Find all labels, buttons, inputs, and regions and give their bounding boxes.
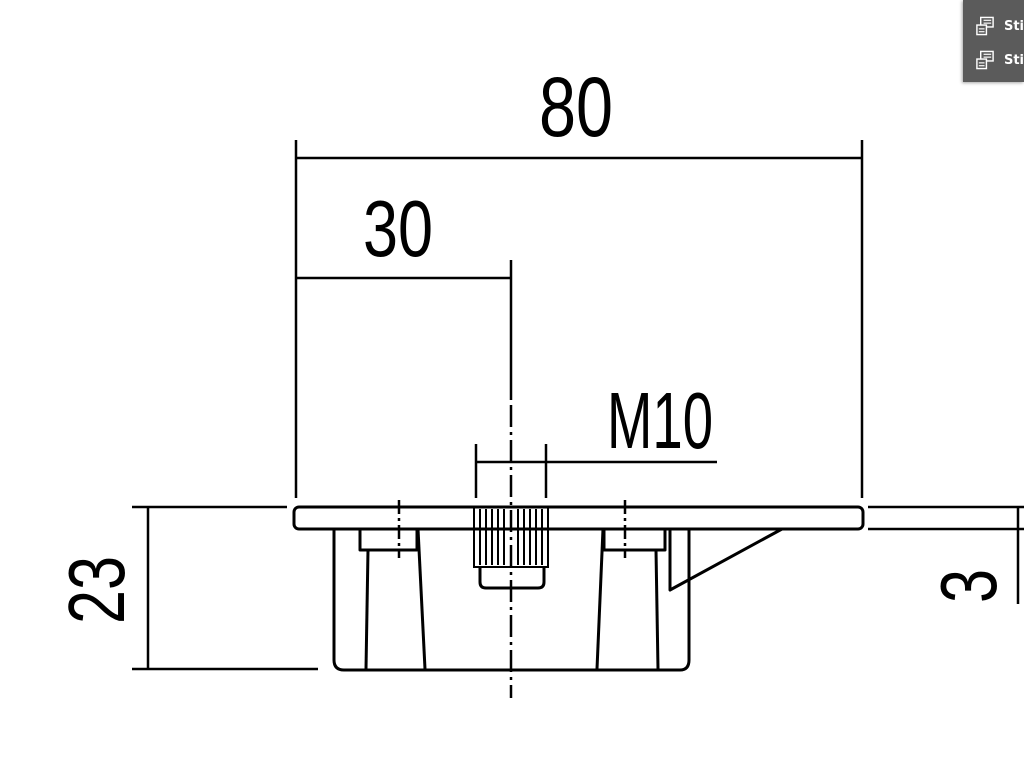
dimension-3	[868, 505, 1024, 604]
styles-icon	[976, 50, 994, 70]
dimension-23	[132, 505, 318, 671]
dimension-label-m10: M10	[607, 376, 713, 465]
dimension-label-3: 3	[924, 569, 1013, 603]
part-outline	[292, 505, 865, 672]
dimension-80	[294, 140, 864, 498]
dimension-label-30: 30	[363, 184, 433, 273]
dimension-m10	[474, 444, 717, 498]
dimension-label-23: 23	[52, 556, 141, 624]
dimension-30	[296, 260, 513, 400]
styles-panel: Sti Sti	[963, 0, 1024, 82]
styles-panel-item-label: Sti	[1003, 18, 1024, 34]
knurled-insert	[473, 506, 549, 568]
dimension-label-80: 80	[539, 60, 613, 154]
centerlines	[397, 405, 627, 698]
styles-panel-item-1[interactable]: Sti	[963, 11, 1024, 41]
styles-panel-item-label: Sti	[1003, 52, 1024, 68]
styles-panel-item-2[interactable]: Sti	[963, 45, 1024, 75]
styles-icon	[976, 16, 994, 36]
